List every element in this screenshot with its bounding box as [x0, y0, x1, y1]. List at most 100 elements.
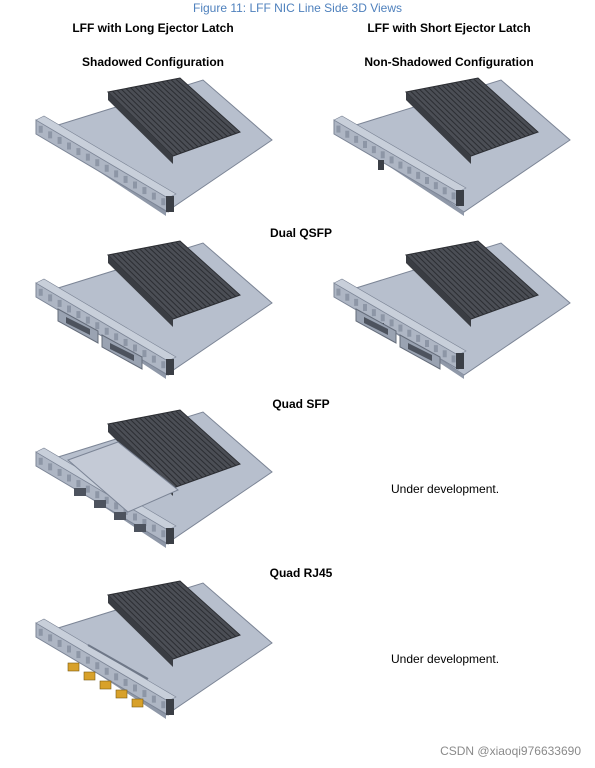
heatsink-fin	[432, 86, 497, 148]
quad-rj45-status-text: Under development.	[391, 652, 500, 666]
card-image-nonshadowed-short-latch	[333, 77, 571, 216]
vent-slot	[142, 690, 147, 698]
vent-slot	[85, 485, 90, 493]
left-column-header: LFF with Long Ejector Latch	[72, 21, 234, 35]
ejector-latch	[456, 190, 464, 206]
figure-caption: Figure 11: LFF NIC Line Side 3D Views	[193, 1, 402, 15]
vent-slot	[354, 135, 359, 143]
sfp-port	[114, 512, 126, 520]
heatsink-fin	[139, 85, 203, 146]
vent-slot	[345, 130, 350, 138]
vent-slot	[95, 491, 100, 499]
vent-slot	[85, 656, 90, 664]
vent-slot	[133, 344, 137, 352]
heatsink-fin	[112, 253, 178, 318]
vent-slot	[48, 131, 53, 139]
qsfp-port-opening	[364, 317, 388, 335]
heatsink-fin	[459, 244, 522, 302]
vent-slot	[48, 634, 53, 642]
bracket-top	[35, 115, 177, 199]
heatsink-fin	[148, 246, 212, 306]
heatsink-fin	[121, 592, 186, 655]
heatsink-fin	[130, 590, 195, 652]
heatsink-fin	[175, 78, 237, 134]
rj45-port	[67, 662, 80, 672]
heatsink-fin	[170, 411, 232, 468]
vent-slot	[123, 678, 128, 686]
card-image-dual-qsfp-long-latch	[35, 240, 273, 379]
vent-slot	[336, 288, 341, 296]
heatsink-fin	[446, 246, 510, 306]
vent-slot	[380, 151, 385, 159]
vent-slot	[433, 182, 438, 190]
vent-slot	[389, 156, 394, 164]
sfp-port	[74, 488, 86, 496]
heatsink-fin	[116, 421, 182, 486]
vent-slot	[76, 311, 81, 319]
vent-slot	[161, 361, 166, 369]
vent-slot	[142, 519, 147, 527]
sfp-port	[134, 524, 146, 532]
heatsink-fin	[450, 245, 514, 305]
ejector-latch	[456, 353, 464, 369]
heatsink-fin	[446, 83, 510, 143]
vent-slot	[38, 628, 43, 636]
heatsink-fin	[450, 82, 514, 142]
heatsink-fin	[166, 80, 228, 137]
vent-slot	[380, 314, 385, 322]
heatsink-fin	[152, 585, 216, 645]
card-image-quad-sfp	[35, 409, 273, 548]
heatsink-fin	[130, 87, 195, 149]
heatsink-fin	[468, 79, 530, 136]
heatsink-fin	[130, 250, 195, 312]
ejector-latch	[166, 528, 174, 544]
vent-slot	[67, 645, 71, 653]
heatsink-fin	[170, 79, 232, 136]
heatsink-fin	[152, 245, 216, 305]
heatsink-fin	[161, 584, 224, 642]
heatsink-fin	[157, 82, 220, 140]
heatsink-fin	[419, 252, 484, 315]
heatsink-side	[108, 92, 173, 164]
heatsink-fin	[116, 592, 182, 657]
heatsink-side	[406, 255, 471, 327]
vent-slot	[123, 507, 128, 515]
vent-slot	[114, 170, 119, 178]
vent-slot	[67, 305, 71, 313]
heatsink-fin	[455, 82, 518, 140]
bracket-top	[35, 618, 177, 702]
vent-slot	[76, 480, 81, 488]
section-dual-qsfp: Dual QSFP	[269, 226, 332, 240]
heatsink-fin	[152, 82, 216, 142]
vent-slot	[114, 333, 119, 341]
heatsink-fin	[112, 90, 178, 155]
vent-slot	[151, 695, 156, 703]
heatsink-fin	[161, 413, 224, 471]
vent-slot	[371, 146, 376, 154]
card-image-dual-qsfp-short-latch	[333, 240, 571, 379]
heatsink-fin	[423, 88, 489, 151]
qsfp-port-opening	[66, 317, 90, 335]
heatsink-fin	[157, 585, 220, 643]
heatsink-fin	[175, 410, 237, 466]
heatsink-fin	[139, 248, 203, 309]
heatsink-fin	[143, 587, 207, 648]
vent-slot	[104, 496, 109, 504]
vent-slot	[95, 322, 100, 330]
vent-slot	[389, 319, 394, 327]
vent-slot	[38, 288, 43, 296]
heatsink-fin	[148, 83, 212, 143]
vent-slot	[95, 662, 100, 670]
heatsink-fin	[166, 583, 228, 640]
heatsink-fin	[134, 589, 199, 651]
vent-slot	[151, 524, 156, 532]
heatsink-fin	[414, 252, 480, 317]
card-image-shadowed-long-latch	[35, 77, 273, 216]
vent-slot	[442, 187, 447, 195]
heatsink-fin	[148, 415, 212, 475]
vent-slot	[38, 125, 43, 133]
vent-slot	[57, 136, 62, 144]
heatsink-fin	[139, 588, 203, 649]
vent-slot	[76, 148, 81, 156]
heatsink-fin	[125, 420, 191, 483]
